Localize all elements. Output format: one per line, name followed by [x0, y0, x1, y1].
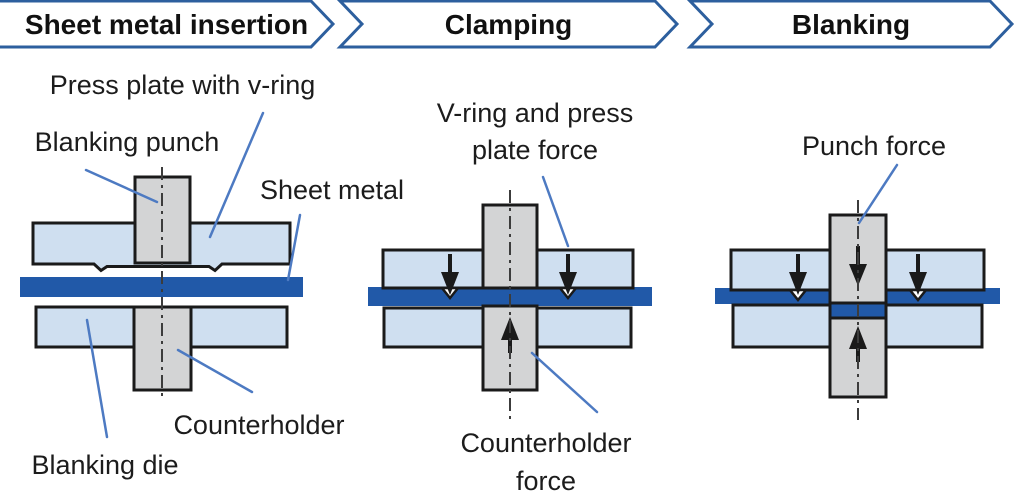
leader-blanking-punch: [84, 168, 159, 204]
banner-chevron-clamping: [336, 0, 680, 49]
label-punch-force: Punch force: [801, 131, 947, 161]
label-blanking-punch: Blanking punch: [34, 127, 220, 157]
label-line: V-ring and press: [436, 98, 634, 128]
banner-title-clamping: Clamping: [444, 9, 573, 40]
leader-punch-force: [857, 163, 899, 225]
leader-counterholder-force: [530, 351, 599, 414]
banner-title-sheet-metal-insertion: Sheet metal insertion: [24, 9, 309, 40]
label-counterholder: Counterholder: [173, 410, 345, 440]
leader-counterholder: [176, 348, 254, 394]
label-press-plate-with-vring: Press plate with v-ring: [49, 70, 316, 100]
press-plate-force-arrow-right: [909, 254, 927, 295]
stage3-diagram: [715, 163, 1000, 420]
label-counterholder-force: Counterholder force: [443, 424, 649, 495]
leader-sheet-metal: [286, 213, 302, 282]
label-line: force: [515, 466, 577, 495]
label-vring-and-press-plate-force: V-ring and press plate force: [415, 95, 655, 169]
label-line: plate force: [471, 135, 599, 165]
label-line: Counterholder: [460, 428, 632, 458]
label-sheet-metal: Sheet metal: [259, 175, 405, 205]
banner-chevron-blanking: [686, 0, 1015, 49]
stage1-diagram: [20, 111, 303, 439]
stage2-diagram: [368, 175, 652, 420]
leader-vring-force: [541, 175, 570, 248]
leader-press-plate: [208, 111, 265, 239]
press-plate-force-arrow-right: [559, 254, 577, 295]
label-blanking-die: Blanking die: [31, 450, 179, 480]
press-plate-force-arrow-left: [789, 254, 807, 295]
leader-blanking-die: [85, 318, 109, 439]
banner-chevron-sheet-metal-insertion: [0, 0, 336, 49]
process-banner-shapes: [0, 0, 1015, 49]
sheet-metal-bar: [20, 277, 303, 297]
press-plate-force-arrow-left: [441, 254, 459, 295]
banner-title-blanking: Blanking: [791, 9, 911, 40]
